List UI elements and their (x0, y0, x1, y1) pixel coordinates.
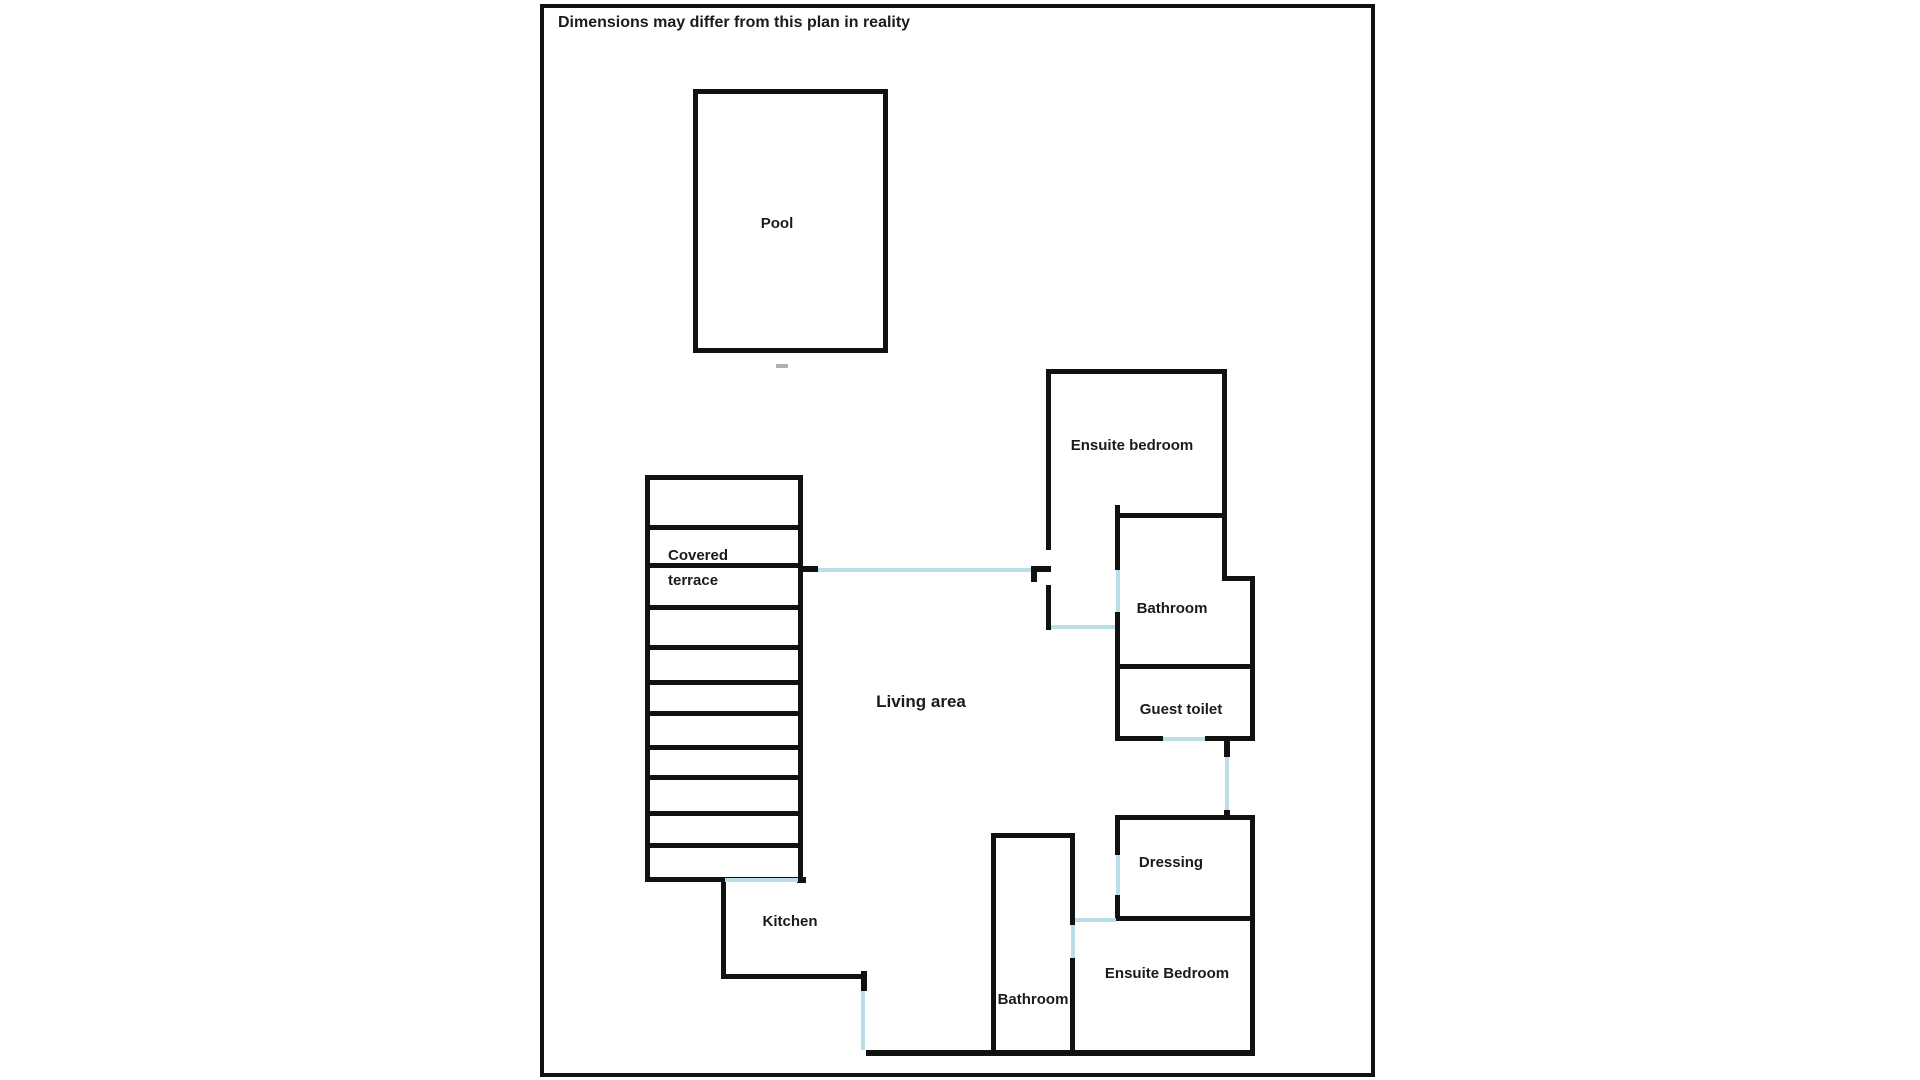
door-opening (1116, 855, 1120, 895)
door-opening (1051, 625, 1115, 629)
door-opening (1116, 570, 1120, 612)
wall-segment (1115, 612, 1120, 669)
terrace-slat (645, 775, 803, 780)
terrace-slat (645, 811, 803, 816)
wall-segment (1222, 369, 1227, 581)
wall-segment (1115, 513, 1227, 518)
wall-segment (1115, 664, 1120, 741)
wall-segment (866, 1050, 1255, 1056)
pool-small-mark (776, 364, 788, 368)
terrace-slat (645, 843, 803, 848)
wall-segment (1250, 576, 1255, 741)
covered-terrace-outline (645, 475, 803, 882)
door-opening (1075, 918, 1116, 922)
door-opening (725, 878, 798, 882)
wall-segment (861, 971, 867, 991)
terrace-slat (645, 711, 803, 716)
wall-segment (1222, 576, 1255, 581)
room-label-living-area: Living area (876, 691, 966, 711)
room-label-covered-terrace-line1: Covered (668, 547, 729, 564)
wall-segment (1205, 736, 1255, 741)
door-opening (1071, 925, 1075, 958)
disclaimer-text: Dimensions may differ from this plan in … (558, 14, 911, 31)
wall-segment (1031, 566, 1051, 572)
wall-segment (1115, 895, 1120, 921)
wall-segment (1115, 815, 1120, 855)
wall-segment (1115, 815, 1255, 820)
door-opening (1225, 757, 1229, 810)
wall-segment (1070, 833, 1075, 925)
pool-outline (693, 89, 888, 353)
terrace-slat (645, 563, 803, 568)
door-opening (1163, 737, 1205, 741)
wall-segment (721, 974, 867, 979)
wall-segment (1046, 369, 1227, 374)
wall-segment (991, 833, 1075, 838)
wall-segment (1031, 566, 1037, 582)
room-label-pool: Pool (760, 215, 794, 232)
wall-segment (1115, 505, 1120, 570)
wall-segment (1224, 810, 1230, 819)
room-label-dressing: Dressing (1138, 854, 1204, 871)
room-label-kitchen: Kitchen (762, 913, 818, 930)
terrace-slat (645, 645, 803, 650)
wall-segment (721, 882, 726, 979)
wall-segment (1115, 736, 1163, 741)
plot-boundary (540, 4, 1375, 1077)
door-opening (818, 568, 1031, 572)
wall-segment (1046, 369, 1051, 550)
wall-segment (1115, 664, 1255, 669)
room-label-bathroom-upper: Bathroom (1136, 600, 1208, 617)
wall-segment (991, 833, 996, 1052)
room-label-bathroom-lower: Bathroom (997, 991, 1069, 1008)
terrace-slat (645, 745, 803, 750)
terrace-slat (645, 525, 803, 530)
room-label-ensuite-bedroom-bottom: Ensuite Bedroom (1104, 965, 1230, 982)
room-label-covered-terrace-line2: terrace (668, 572, 719, 589)
wall-segment (803, 566, 818, 572)
wall-segment (1250, 815, 1255, 1056)
wall-segment (797, 877, 806, 883)
room-label-guest-toilet: Guest toilet (1139, 701, 1223, 718)
wall-segment (1070, 958, 1075, 1052)
wall-segment (1115, 916, 1255, 921)
room-label-ensuite-bedroom-top: Ensuite bedroom (1070, 437, 1194, 454)
door-opening (861, 991, 865, 1050)
terrace-slat (645, 605, 803, 610)
wall-segment (1224, 741, 1230, 757)
terrace-slat (645, 680, 803, 685)
wall-segment (1046, 585, 1051, 630)
